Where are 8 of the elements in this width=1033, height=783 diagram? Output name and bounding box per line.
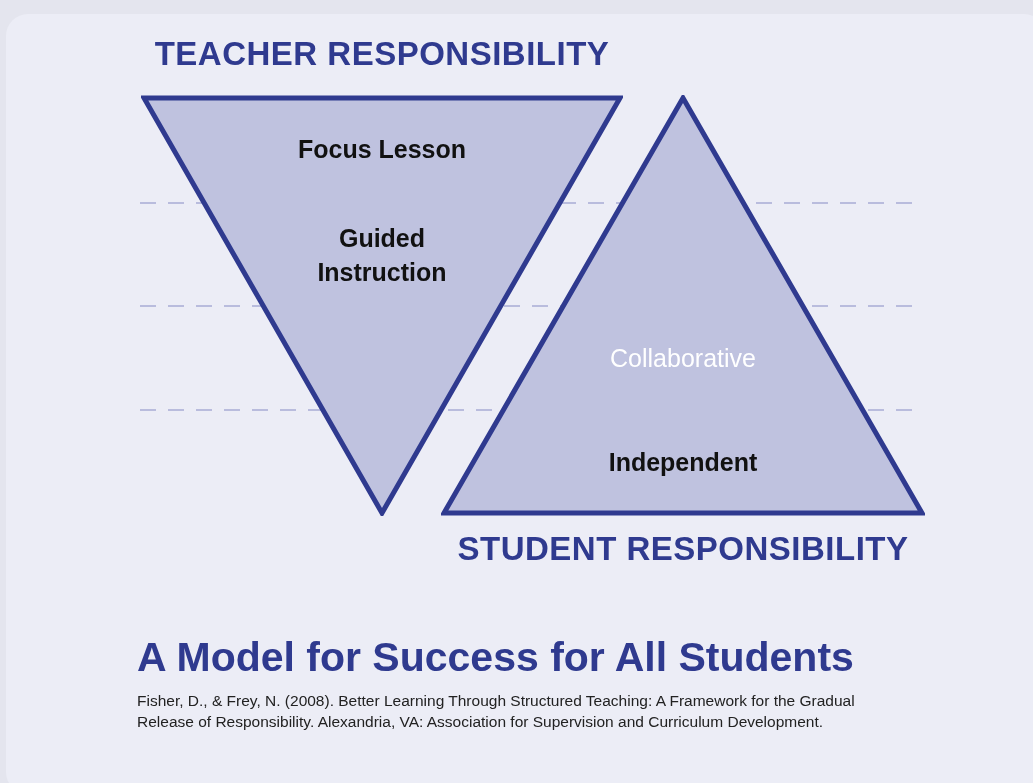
stage-label: Guided Instruction: [316, 223, 448, 288]
stage-label: Focus Lesson: [296, 134, 468, 165]
citation: Fisher, D., & Frey, N. (2008). Better Learning Through Structured Teaching: A Framework for the Gradual Release of Responsibility. Alexandria, VA: Association for Supervision and Curriculum Development.: [137, 691, 856, 732]
heading: STUDENT RESPONSIBILITY: [456, 530, 910, 568]
stage-label: Collaborative: [609, 343, 757, 374]
title: A Model for Success for All Students: [137, 634, 854, 681]
stage-label: Independent: [607, 447, 759, 478]
heading: TEACHER RESPONSIBILITY: [153, 35, 611, 73]
